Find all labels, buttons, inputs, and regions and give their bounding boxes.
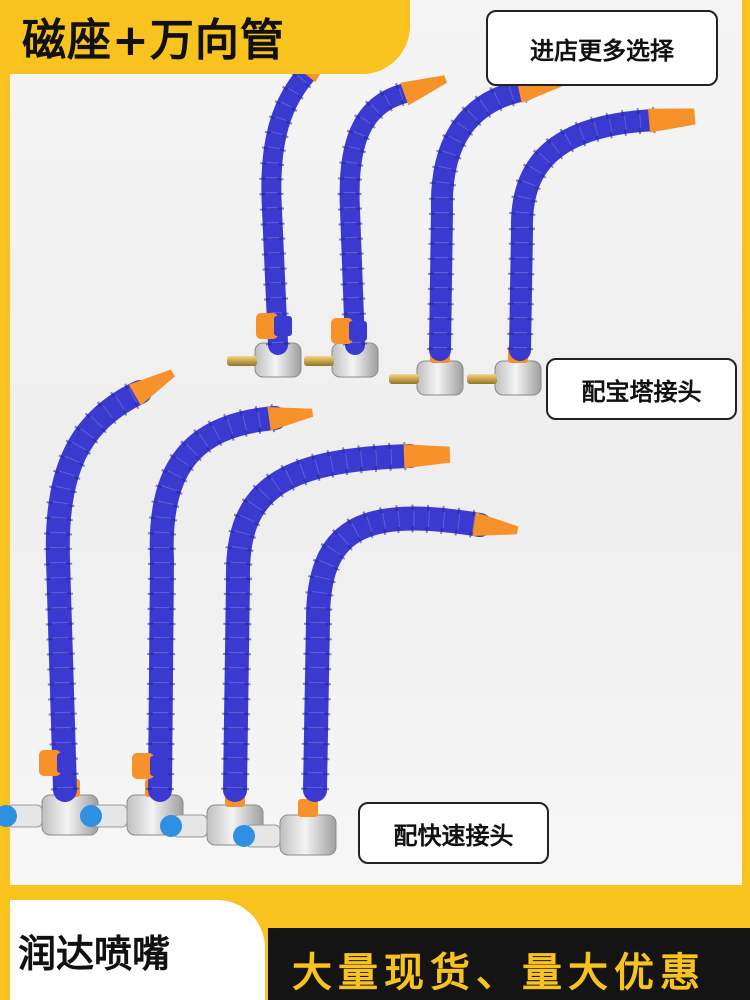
magnetic-base-icon (279, 814, 337, 856)
nozzle-body-icon (403, 444, 451, 469)
left-yellow-frame (0, 0, 10, 1000)
promo-text: 大量现货、量大优惠 (292, 950, 706, 996)
title-tab (0, 0, 410, 74)
flexible-coolant-hose-icon (148, 406, 287, 802)
barb-fitting-label: 配宝塔接头 (546, 358, 737, 420)
valve-handle-icon (132, 753, 154, 779)
valve-body-icon (349, 321, 367, 341)
round-nozzle-icon (128, 369, 175, 406)
quick-fitting-collar-icon (0, 805, 17, 827)
valve-body-icon (57, 753, 75, 773)
flexible-coolant-hose-icon (45, 380, 152, 802)
orange-connector-icon (298, 799, 318, 817)
page-title: 磁座+万向管 (22, 15, 285, 66)
nozzle-body-icon (128, 369, 175, 406)
valve-body-icon (150, 756, 168, 776)
nozzle-body-icon (400, 75, 448, 106)
flat-nozzle-icon (403, 444, 451, 469)
flexible-coolant-hose-icon (339, 82, 420, 355)
nozzle-body-icon (647, 108, 696, 133)
barb-fitting-icon (227, 356, 257, 366)
barb-fitting-icon (304, 356, 334, 366)
barb-fitting-icon (389, 374, 419, 384)
flexible-coolant-hose-icon (303, 506, 492, 802)
hose-segment-highlight-icon (513, 113, 656, 351)
valve-handle-icon (256, 313, 278, 339)
hose-segment-ridge-icon (146, 404, 277, 791)
quick-fitting-collar-icon (80, 805, 102, 827)
valve-handle-icon (331, 318, 353, 344)
round-nozzle-icon (400, 75, 448, 106)
nozzle-body-icon (267, 406, 314, 431)
right-yellow-frame (742, 0, 750, 1000)
quick-fitting-collar-icon (160, 815, 182, 837)
nozzle-body-icon (472, 512, 519, 537)
hose-segment-highlight-icon (227, 448, 411, 791)
store-more-choices-button[interactable]: 进店更多选择 (486, 10, 718, 86)
barb-fitting-icon (467, 374, 497, 384)
round-nozzle-icon (267, 406, 314, 431)
brand-name: 润达喷嘴 (18, 932, 171, 976)
quick-fitting-collar-icon (233, 825, 255, 847)
quick-fitting-label: 配快速接头 (358, 802, 549, 864)
valve-handle-icon (39, 750, 61, 776)
valve-body-icon (274, 316, 292, 336)
flat-nozzle-icon (647, 108, 696, 133)
flexible-coolant-hose-icon (509, 109, 666, 361)
hose-segment-ridge-icon (427, 77, 528, 351)
product-stage (10, 0, 742, 885)
brand-tab (10, 900, 265, 1000)
magnetic-base-icon (494, 360, 542, 396)
flexible-coolant-hose-icon (261, 60, 320, 355)
magnetic-base-icon (416, 360, 464, 396)
round-nozzle-icon (472, 512, 519, 537)
promo-bar (268, 928, 750, 1000)
